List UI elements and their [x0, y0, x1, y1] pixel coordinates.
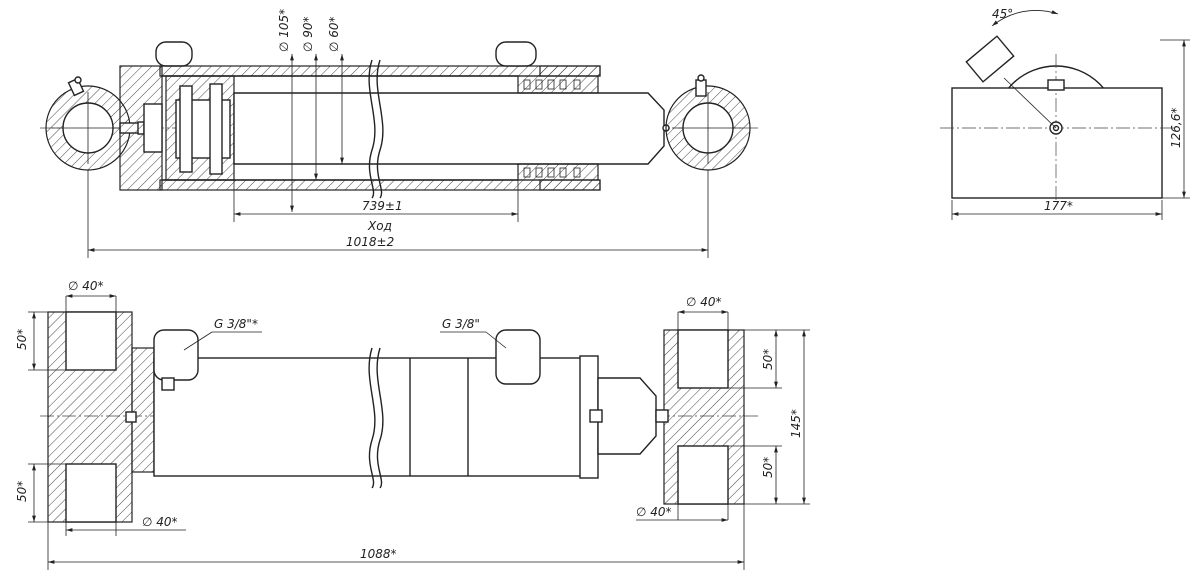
dim-pin-top-left: ∅ 40* [68, 279, 104, 293]
dim-width-50-c: 50* [761, 349, 775, 370]
side-barrel [153, 329, 599, 479]
dim-height: 126,6* [1169, 108, 1183, 148]
dim-angle: 45° [992, 7, 1013, 21]
rod-eye [665, 74, 751, 171]
rod-clevis [655, 329, 745, 505]
piston [165, 75, 235, 181]
dim-width-145: 145* [789, 409, 803, 438]
width-dimensions: 50* 50* 50* 50* 145* [15, 311, 810, 523]
port-labels: G 3/8"* G 3/8" [183, 317, 507, 351]
length-dimensions: 739±1 Ход 1018±2 [87, 164, 709, 258]
port-left-label: G 3/8"* [214, 317, 258, 331]
dim-pin-bottom-left: ∅ 40* [142, 515, 178, 529]
dim-total-length: 1088* [360, 547, 397, 561]
dim-closed-length: 1018±2 [346, 235, 394, 249]
rear-eye [45, 76, 145, 171]
gland [517, 65, 601, 191]
dim-width-50-b: 50* [15, 481, 29, 502]
dim-width-50-d: 50* [761, 457, 775, 478]
dim-d60: ∅ 60* [327, 16, 341, 52]
dim-stroke-label: Ход [367, 219, 392, 233]
rear-clevis [47, 311, 155, 523]
dim-d105: ∅ 105* [277, 9, 291, 52]
dim-width-50-a: 50* [15, 329, 29, 350]
dim-stroke: 739±1 [362, 199, 403, 213]
rear-cap [119, 41, 193, 191]
dim-pin-bottom-right: ∅ 40* [636, 505, 672, 519]
pin-dimensions: ∅ 40* ∅ 40* ∅ 40* ∅ 40* [65, 279, 729, 536]
port-right-label: G 3/8" [442, 317, 480, 331]
dim-d90: ∅ 90* [301, 16, 315, 52]
dim-pin-top-right: ∅ 40* [686, 295, 722, 309]
side-view: G 3/8"* G 3/8" ∅ 40* ∅ 40* ∅ 40* ∅ 40* [15, 279, 810, 570]
rod [233, 92, 670, 165]
diameter-dimensions: ∅ 105* ∅ 90* ∅ 60* [277, 9, 344, 212]
dim-width: 177* [1044, 199, 1073, 213]
section-view: ∅ 105* ∅ 90* ∅ 60* 739±1 Ход 1018±2 [40, 9, 760, 258]
end-view: 45° 126,6* 177* [940, 7, 1190, 220]
